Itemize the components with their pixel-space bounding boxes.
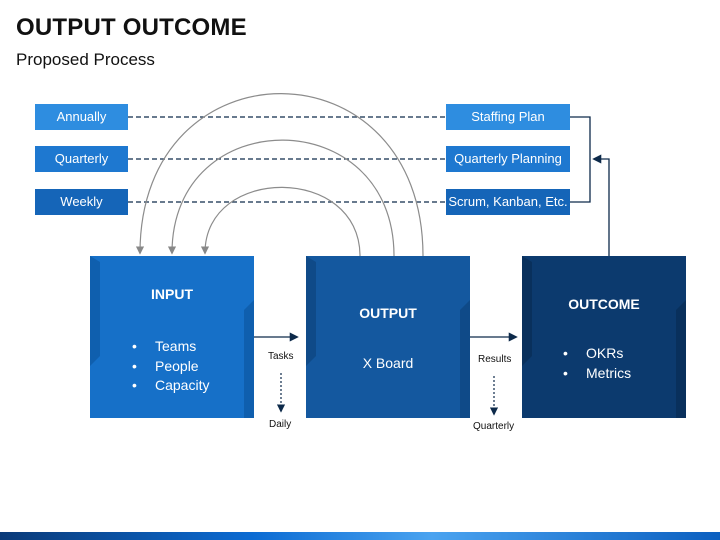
tasks-label: Tasks xyxy=(268,351,294,362)
outcome-box-facets xyxy=(522,256,686,418)
outcome-items-list: OKRs Metrics xyxy=(563,344,631,383)
quarterly-label: Quarterly xyxy=(473,421,515,432)
list-item: OKRs xyxy=(563,344,631,364)
output-box: OUTPUT X Board xyxy=(306,256,470,418)
results-label: Results xyxy=(478,354,512,365)
feedback-arc-middle xyxy=(167,139,395,257)
input-box: INPUT Teams People Capacity xyxy=(90,256,254,418)
list-item: Capacity xyxy=(132,376,209,396)
feedback-arc-outer xyxy=(135,93,424,257)
tag-staffing-plan: Staffing Plan xyxy=(446,104,570,130)
daily-label: Daily xyxy=(269,419,292,430)
page-subtitle: Proposed Process xyxy=(16,50,155,69)
outcome-feedback-arrow xyxy=(592,154,610,256)
page-title: OUTPUT OUTCOME xyxy=(16,14,247,41)
output-box-title: OUTPUT xyxy=(359,305,417,321)
feedback-arc-inner xyxy=(200,186,361,257)
tag-quarterly-planning: Quarterly Planning xyxy=(446,146,570,172)
list-item: Teams xyxy=(132,337,209,357)
tag-weekly: Weekly xyxy=(35,189,128,215)
list-item: Metrics xyxy=(563,364,631,384)
tag-annually: Annually xyxy=(35,104,128,130)
list-item: People xyxy=(132,357,209,377)
output-box-text: X Board xyxy=(362,355,414,371)
feedback-bracket-line xyxy=(570,116,591,203)
input-items-list: Teams People Capacity xyxy=(132,337,209,396)
outcome-box: OUTCOME OKRs Metrics xyxy=(522,256,686,418)
input-box-title: INPUT xyxy=(151,286,193,302)
output-box-facets xyxy=(306,256,470,418)
tag-quarterly: Quarterly xyxy=(35,146,128,172)
footer-gradient-bar xyxy=(0,532,720,540)
tag-scrum-kanban: Scrum, Kanban, Etc. xyxy=(446,189,570,215)
outcome-box-title: OUTCOME xyxy=(568,296,640,312)
